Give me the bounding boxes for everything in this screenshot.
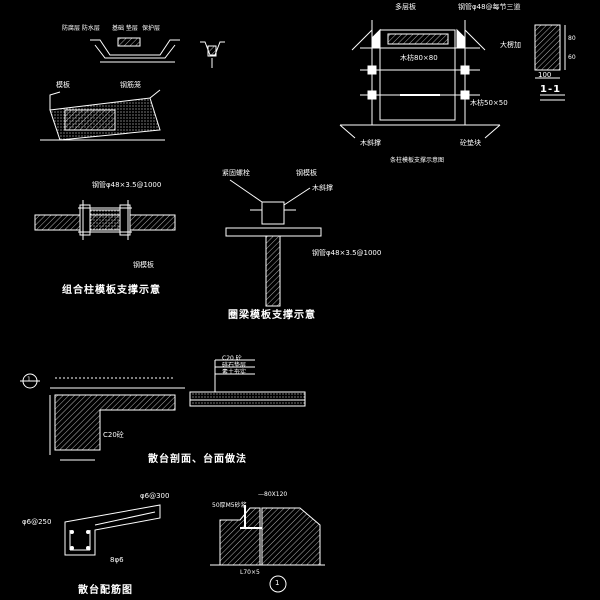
label-tr-8: 大楞加 — [500, 41, 521, 49]
label-mid-l1: 钢管φ48×3.5@1000 — [92, 181, 162, 189]
label-top-left-3: 保护层 — [142, 25, 161, 32]
caption-reinforcement: 散台配筋图 — [78, 585, 133, 596]
label-tr-10: 1-1 — [540, 84, 562, 95]
label-lr-4: 素土夯实 — [222, 369, 247, 376]
label-top-left-1: 防腐层 防水层 — [62, 25, 100, 32]
label-lr-1: C20砼 — [103, 431, 124, 439]
label-mid-r4: 钢管φ48×3.5@1000 — [312, 249, 382, 257]
label-mold-right: 钢筋笼 — [120, 81, 141, 89]
label-lr-5: 1 — [27, 376, 31, 383]
label-mid-r3: 木斜撑 — [312, 184, 333, 192]
platform-section — [20, 373, 185, 461]
mold-box-sketch — [40, 89, 165, 141]
reinforcement-drawing — [64, 504, 161, 556]
label-tr-1: 多层板 — [395, 3, 416, 11]
label-bot-5: 50厚M5砂浆 — [212, 502, 247, 509]
label-mold-left: 模板 — [56, 81, 70, 89]
column-formwork — [339, 20, 501, 139]
section-1-1 — [534, 24, 566, 101]
combined-column-support — [34, 200, 176, 240]
ring-beam-support — [225, 179, 322, 307]
label-bot-4: —80X120 — [258, 491, 288, 498]
foundation-sketch — [90, 37, 225, 68]
label-tr-5: 木斜撑 — [360, 139, 381, 147]
detail-circle — [269, 575, 287, 593]
label-tr-11: 80 — [568, 35, 576, 42]
label-tr-12: 60 — [568, 54, 576, 61]
embed-detail — [210, 505, 325, 566]
label-tr-9: 100 — [538, 71, 552, 79]
floor-section — [189, 359, 306, 407]
label-tr-2: 钢管φ48@每节三道 — [458, 3, 521, 11]
label-lr-2: C20 砼 — [222, 355, 242, 362]
label-top-left-2: 基础 垫层 — [112, 25, 138, 32]
label-circle: 1 — [275, 579, 280, 587]
label-tr-7: 条柱模板支撑示意图 — [390, 157, 445, 164]
label-bot-2: φ6@250 — [22, 518, 52, 526]
caption-platform-section: 散台剖面、台面做法 — [148, 454, 247, 465]
label-lr-3: 碎石垫层 — [222, 362, 247, 369]
label-mid-r2: 钢模板 — [296, 169, 317, 177]
label-tr-4: 木枋50×50 — [470, 99, 508, 107]
label-mid-l2: 钢模板 — [133, 261, 154, 269]
label-bot-6: L70×5 — [240, 569, 260, 576]
label-bot-1: φ6@300 — [140, 492, 170, 500]
caption-ring-beam: 圈梁模板支撑示意 — [228, 310, 316, 321]
label-tr-6: 砼垫块 — [460, 139, 481, 147]
label-mid-r1: 紧固螺栓 — [222, 169, 250, 177]
label-bot-3: 8φ6 — [110, 556, 124, 564]
label-tr-3: 木枋80×80 — [400, 54, 438, 62]
caption-combined-column: 组合柱模板支撑示意 — [62, 285, 161, 296]
